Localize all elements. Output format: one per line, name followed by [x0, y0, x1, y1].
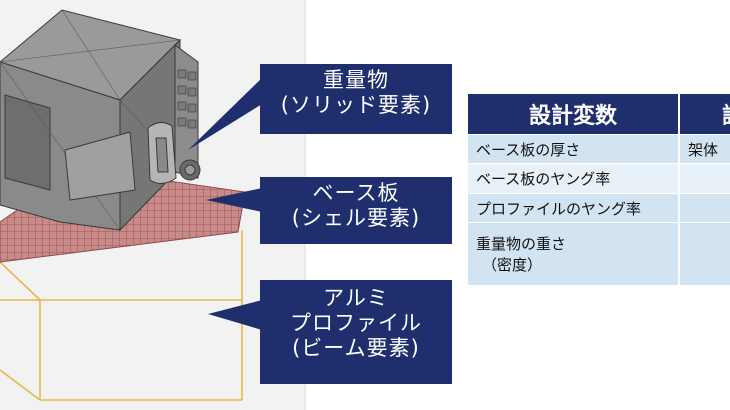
callout-heavy-line1: 重量物 [323, 68, 389, 92]
callout-base-line2: (シェル要素) [291, 206, 421, 230]
table-row: プロファイルのヤング率 [468, 193, 730, 223]
callout-pointer-heavy [188, 78, 262, 150]
cell-evaluation [679, 163, 730, 194]
header-evaluation: 評 [679, 94, 730, 135]
cell-variable-line2: （密度） [482, 257, 543, 274]
cell-variable: 重量物の重さ （密度） [468, 222, 680, 285]
design-variable-table: 設計変数 評 ベース板の厚さ 架体 ベース板のヤング率 プロファイルのヤング率 … [468, 94, 730, 314]
callout-heavy-line2: (ソリッド要素) [280, 93, 432, 117]
callout-alu-line3: (ビーム要素) [292, 336, 420, 360]
cell-variable: ベース板のヤング率 [468, 163, 680, 194]
callout-alu-line2: プロファイル [290, 311, 422, 335]
callout-aluminum-profile: アルミ プロファイル (ビーム要素) [260, 280, 452, 384]
callout-base-line1: ベース板 [312, 181, 400, 205]
callout-pointer-base [206, 188, 262, 212]
cell-variable: ベース板の厚さ [468, 134, 680, 164]
callout-heavy-object: 重量物 (ソリッド要素) [260, 64, 452, 134]
callout-pointer-aluminum [208, 300, 262, 330]
callout-alu-line1: アルミ [323, 286, 389, 310]
heavy-object-box [0, 9, 201, 232]
cell-evaluation: 架体 [679, 134, 730, 164]
cell-evaluation [679, 222, 730, 285]
cell-variable-line1: 重量物の重さ [476, 236, 567, 253]
cell-variable: プロファイルのヤング率 [468, 193, 680, 223]
table-row: ベース板の厚さ 架体 [468, 134, 730, 164]
table-row: 重量物の重さ （密度） [468, 222, 730, 285]
cell-evaluation [679, 193, 730, 223]
callout-base-plate: ベース板 (シェル要素) [260, 177, 452, 244]
table-row: ベース板のヤング率 [468, 163, 730, 194]
header-design-variable: 設計変数 [468, 94, 680, 135]
